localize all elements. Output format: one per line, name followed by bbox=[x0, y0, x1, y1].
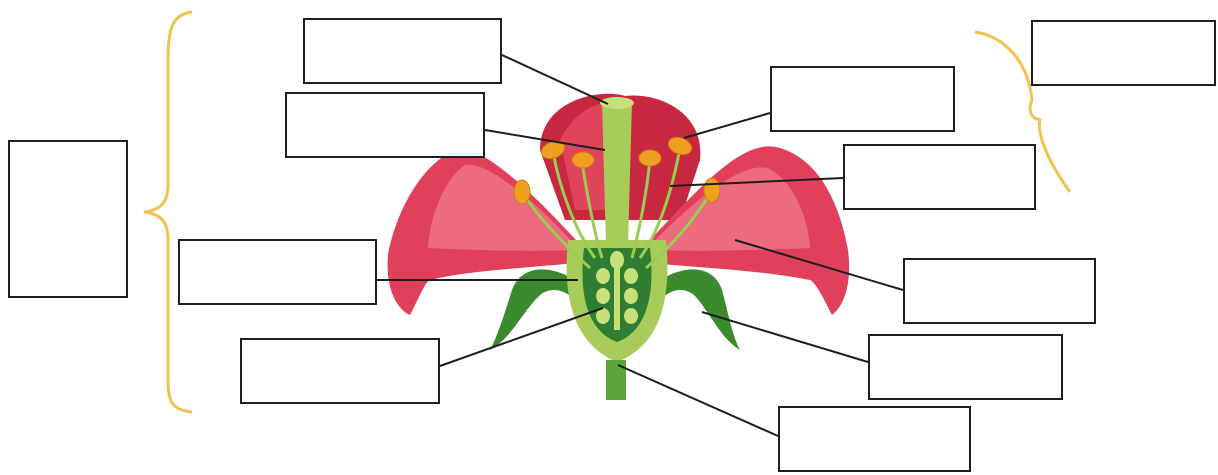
leader-line-anther bbox=[684, 113, 770, 138]
leader-line-stalk bbox=[618, 365, 778, 436]
flower-stalk bbox=[606, 360, 626, 400]
label-box-petal[interactable] bbox=[903, 258, 1096, 324]
left-sepal bbox=[490, 269, 575, 350]
label-box-sepal[interactable] bbox=[868, 334, 1063, 400]
label-box-stalk[interactable] bbox=[778, 406, 971, 472]
label-box-style[interactable] bbox=[303, 18, 502, 84]
left-brace bbox=[144, 12, 192, 412]
label-box-anther[interactable] bbox=[770, 66, 955, 132]
label-box-ovary[interactable] bbox=[178, 239, 377, 305]
right-sepal bbox=[660, 269, 740, 350]
label-box-right-group[interactable] bbox=[1031, 20, 1216, 86]
label-box-filament-left[interactable] bbox=[285, 92, 485, 158]
label-box-ovule[interactable] bbox=[240, 338, 440, 404]
label-box-left-group[interactable] bbox=[8, 140, 128, 298]
leader-line-style bbox=[502, 55, 608, 104]
pistil-style bbox=[602, 102, 632, 245]
label-box-filament-right[interactable] bbox=[843, 144, 1036, 210]
